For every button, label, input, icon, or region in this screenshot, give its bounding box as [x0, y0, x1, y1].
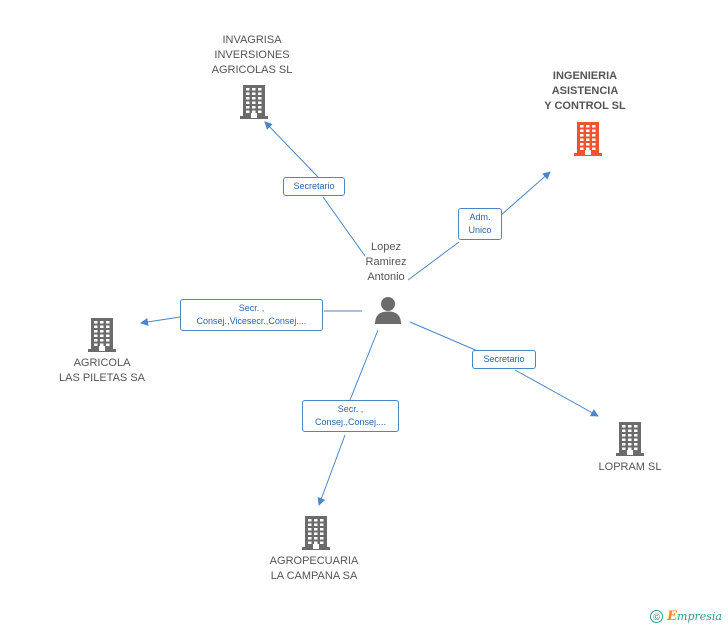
relation-edge-agricola: [141, 310, 362, 323]
relation-label-agricola[interactable]: Secr. , Consej.,Vicesecr.,Consej....: [180, 299, 323, 331]
person-label[interactable]: Lopez Ramirez Antonio: [365, 241, 407, 283]
company-label-invagrisa[interactable]: INVAGRISA INVERSIONES AGRICOLAS SL: [211, 34, 293, 76]
footer-brand: © Empresia: [650, 609, 722, 624]
company-label-agricola[interactable]: AGRICOLA LAS PILETAS SA: [58, 357, 145, 384]
relation-edge-ingenieria: [407, 172, 550, 281]
relation-label-invagrisa[interactable]: Secretario: [283, 177, 345, 196]
building-icon[interactable]: [238, 83, 270, 119]
company-label-lopram[interactable]: LOPRAM SL: [598, 461, 662, 473]
building-icon[interactable]: [300, 514, 332, 550]
relation-edge-lopram: [409, 321, 598, 416]
company-label-ingenieria[interactable]: INGENIERIA ASISTENCIA Y CONTROL SL: [544, 70, 626, 112]
brand-logo: Empresia: [667, 609, 722, 624]
relation-label-ingenieria[interactable]: Adm. Unico: [458, 208, 502, 240]
building-icon[interactable]: [86, 316, 118, 352]
relation-label-lopram[interactable]: Secretario: [472, 350, 536, 369]
relation-edge-invagrisa: [265, 122, 366, 257]
relation-edge-agropecuaria: [319, 329, 379, 505]
relation-label-agropecuaria[interactable]: Secr. , Consej.,Consej....: [302, 400, 399, 432]
person-icon[interactable]: [373, 296, 403, 324]
company-label-agropecuaria[interactable]: AGROPECUARIA LA CAMPANA SA: [269, 555, 359, 582]
building-icon[interactable]: [614, 420, 646, 456]
copyright-icon: ©: [650, 610, 664, 623]
building-icon[interactable]: [572, 120, 604, 156]
